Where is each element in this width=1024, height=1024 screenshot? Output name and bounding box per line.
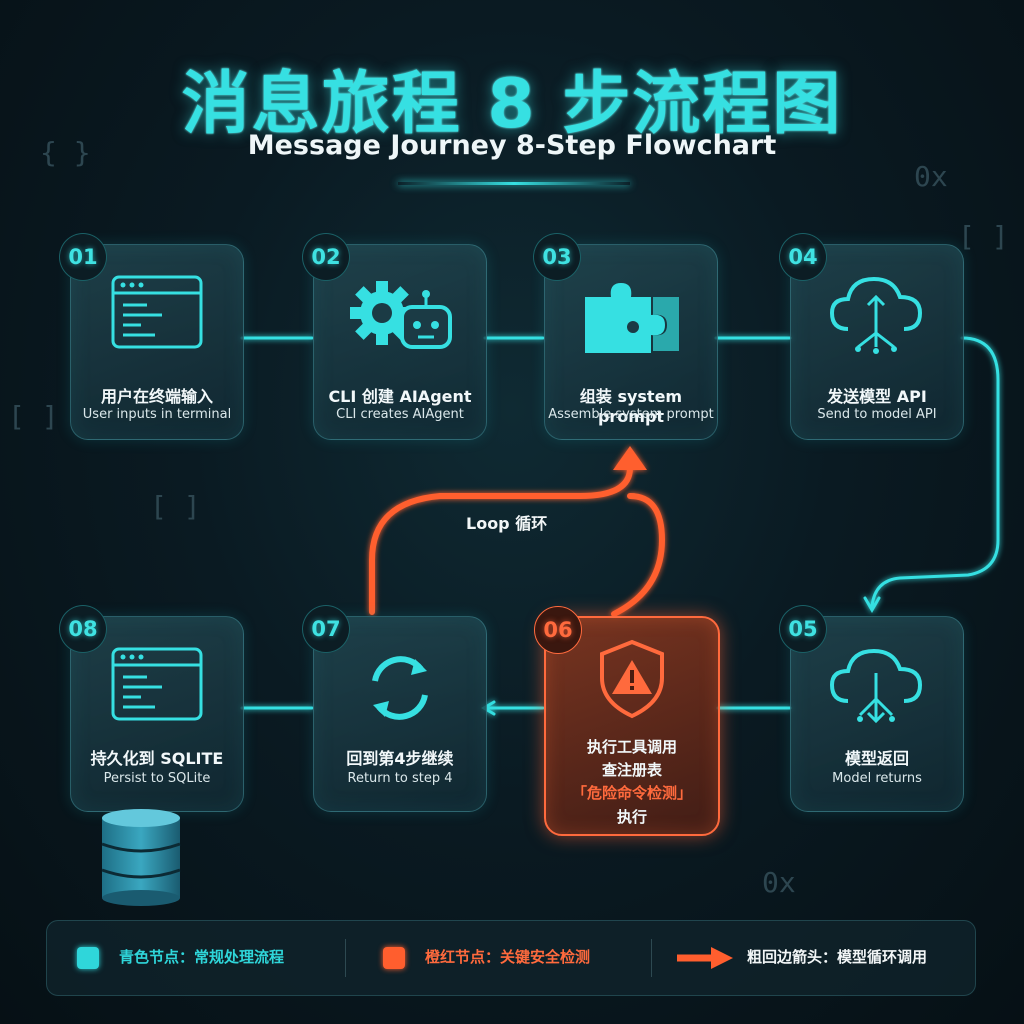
- step-label-en: Assemble system prompt: [548, 407, 714, 422]
- bracket-decoration: [ ]: [958, 220, 1009, 253]
- step-03-node[interactable]: 03 组装 system prompt Assemble system prom…: [533, 233, 718, 440]
- bracket-decoration: [ ]: [150, 490, 201, 523]
- legend-label-orange: 橙红节点：关键安全检测: [425, 948, 591, 966]
- legend-divider: [345, 939, 346, 977]
- step-label-zh: 模型返回: [844, 749, 909, 768]
- step-number: 06: [534, 606, 582, 654]
- arrow-right-icon: [677, 947, 733, 969]
- refresh-cycle-icon: [314, 639, 486, 749]
- connector-04-05: [870, 336, 1000, 608]
- hex-decoration: 0x: [762, 866, 796, 899]
- brace-decoration: { }: [40, 136, 91, 169]
- step-label-zh: 用户在终端输入: [100, 387, 213, 406]
- warning-shield-icon: [546, 636, 718, 746]
- gear-robot-icon: [314, 267, 486, 377]
- step-label-en: Persist to SQLite: [103, 771, 211, 786]
- terminal-window-icon: [71, 639, 243, 749]
- step-number: 04: [779, 233, 827, 281]
- step-04-node[interactable]: 04 发送模型 API Send to model API: [779, 233, 964, 440]
- step-05-node[interactable]: 05 模型返回 Model returns: [779, 605, 964, 812]
- cloud-upload-icon: [791, 267, 963, 377]
- danger-command-check-label: 「危险命令检测」: [571, 784, 692, 802]
- step-label-zh: 回到第4步继续: [346, 749, 454, 768]
- page-subtitle: Message Journey 8-Step Flowchart: [247, 130, 777, 161]
- step-number: 01: [59, 233, 107, 281]
- step-label-en: User inputs in terminal: [82, 407, 232, 422]
- database-icon: [98, 806, 184, 906]
- step-label-zh: 组装 system prompt: [579, 387, 683, 426]
- step-number: 05: [779, 605, 827, 653]
- puzzle-icon: [545, 267, 717, 377]
- loop-arrow-return: [611, 493, 666, 617]
- step-08-node[interactable]: 08 持久化到 SQLITE Persist to SQLite: [59, 605, 244, 812]
- step-06-node[interactable]: 06 执行工具调用 查注册表 「危险命令检测」 执行: [534, 606, 720, 836]
- page-title: 消息旅程 8 步流程图: [181, 65, 843, 144]
- legend: 青色节点：常规处理流程 橙红节点：关键安全检测 粗回边箭头：模型循环调用: [46, 920, 976, 996]
- step-07-node[interactable]: 07 回到第4步继续 Return to step 4: [302, 605, 487, 812]
- title-underline: [398, 182, 630, 185]
- step-label-line: 查注册表: [601, 761, 662, 779]
- step-label-en: Return to step 4: [347, 771, 453, 786]
- hex-decoration: 0x: [914, 160, 948, 193]
- step-label-line: 执行工具调用: [586, 738, 677, 756]
- step-number: 07: [302, 605, 350, 653]
- step-label-zh: 持久化到 SQLITE: [90, 749, 224, 768]
- legend-label-cyan: 青色节点：常规处理流程: [119, 948, 285, 966]
- cloud-download-icon: [791, 639, 963, 749]
- bracket-decoration: [ ]: [8, 400, 59, 433]
- step-label-zh: CLI 创建 AIAgent: [328, 387, 472, 406]
- step-label-line: 执行: [616, 808, 647, 826]
- step-number: 03: [533, 233, 581, 281]
- step-number: 08: [59, 605, 107, 653]
- step-label-en: CLI creates AIAgent: [336, 407, 464, 422]
- legend-divider: [651, 939, 652, 977]
- loop-arrow: [369, 459, 633, 615]
- legend-swatch-cyan: [77, 947, 99, 969]
- step-label-en: Model returns: [832, 771, 922, 786]
- loop-arrowhead: [613, 446, 647, 470]
- loop-label: Loop 循环: [466, 514, 548, 533]
- terminal-window-icon: [71, 267, 243, 377]
- legend-swatch-orange: [383, 947, 405, 969]
- legend-label-arrow: 粗回边箭头：模型循环调用: [747, 948, 928, 966]
- step-01-node[interactable]: 01 用户在终端输入 User inputs in terminal: [59, 233, 244, 440]
- step-label-en: Send to model API: [817, 407, 937, 422]
- step-label-zh: 发送模型 API: [827, 387, 927, 406]
- step-number: 02: [302, 233, 350, 281]
- arrow-into-05: [863, 596, 881, 613]
- step-02-node[interactable]: 02 CLI 创建 AIAgent CLI creates AIAgent: [302, 233, 487, 440]
